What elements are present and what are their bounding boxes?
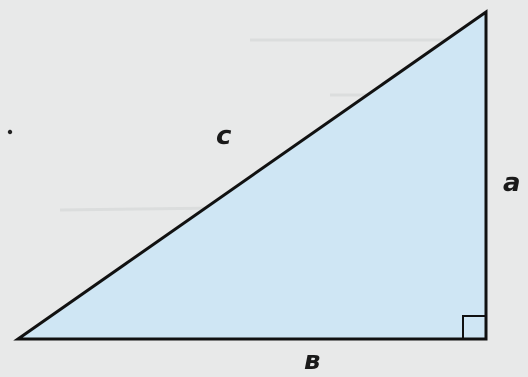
- vertical-leg-label: a: [503, 168, 521, 198]
- right-angle-mark: [462, 315, 486, 339]
- triangle-shape: [13, 9, 488, 341]
- horizontal-leg-label: в: [304, 346, 321, 376]
- hypotenuse-label: c: [216, 121, 232, 151]
- stray-mark: [7, 129, 13, 135]
